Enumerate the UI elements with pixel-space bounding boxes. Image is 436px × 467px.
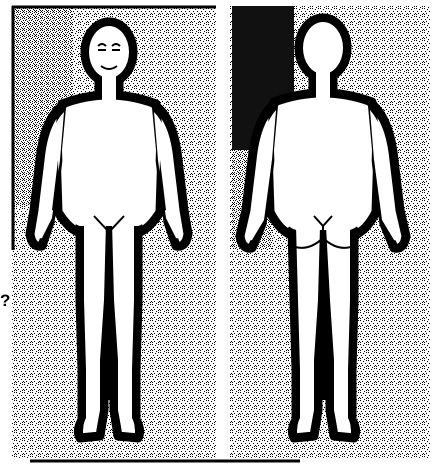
- question-mark-label: ?: [0, 291, 10, 311]
